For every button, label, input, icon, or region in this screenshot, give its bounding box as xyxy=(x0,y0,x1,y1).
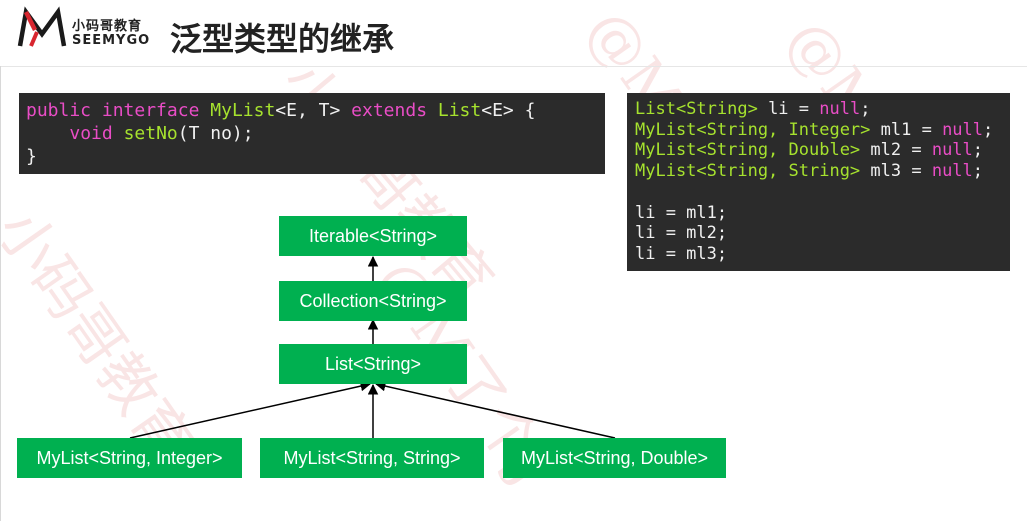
code-line: li = ml3; xyxy=(635,243,728,264)
code-text: ; xyxy=(972,161,984,182)
code-line: li = ml2; xyxy=(635,223,728,244)
slide-edge xyxy=(0,66,1,521)
code-type: MyList<String, Double> xyxy=(635,140,861,161)
code-line: li = ml1; xyxy=(635,202,728,223)
code-line: MyList<String, String> ml3 = null; xyxy=(635,161,1003,182)
code-keyword: void xyxy=(69,123,113,144)
iterable-node: Iterable<String> xyxy=(279,216,467,256)
code-text: ; xyxy=(860,99,871,119)
code-line: MyList<String, Double> ml2 = null; xyxy=(635,140,1003,161)
code-type: List xyxy=(437,100,482,121)
arrow-mylist-double-to-list xyxy=(374,380,616,439)
code-line: List<String> li = null; xyxy=(635,99,1003,120)
code-keyword: public xyxy=(26,100,92,121)
code-keyword: null xyxy=(942,119,984,140)
code-text: li = xyxy=(757,99,820,119)
code-text: <E> { xyxy=(481,100,536,121)
arrow-mylist-integer-to-list xyxy=(129,380,372,439)
code-keyword: null xyxy=(819,99,861,119)
code-keyword: extends xyxy=(351,100,428,121)
code-type: List<String> xyxy=(635,99,758,119)
code-text: (T no); xyxy=(177,123,254,144)
mylist-integer-node: MyList<String, Integer> xyxy=(17,438,242,478)
code-text: ; xyxy=(972,140,984,161)
slide-header: 小码哥教育 SEEMYGO 泛型类型的继承 xyxy=(0,0,1027,67)
page-title: 泛型类型的继承 xyxy=(170,20,395,58)
seemygo-logo-icon xyxy=(17,6,67,47)
code-type: MyList<String, String> xyxy=(635,161,861,182)
code-line: } xyxy=(26,146,37,167)
logo-text-cn: 小码哥教育 xyxy=(72,19,143,34)
mylist-string-node: MyList<String, String> xyxy=(260,438,484,478)
code-function: setNo xyxy=(123,123,178,144)
assignment-code-block: List<String> li = null;MyList<String, In… xyxy=(627,93,1010,271)
code-text: ml3 = xyxy=(860,161,932,182)
code-keyword: null xyxy=(931,161,973,182)
collection-node: Collection<String> xyxy=(279,281,467,321)
code-text: ml1 = xyxy=(870,119,943,140)
mylist-double-node: MyList<String, Double> xyxy=(503,438,726,478)
code-keyword: interface xyxy=(101,100,200,121)
code-type: MyList<String, Integer> xyxy=(635,119,871,140)
code-text: <E, T> xyxy=(275,100,341,121)
code-line: public interface MyList<E, T> extends Li… xyxy=(26,99,597,122)
code-keyword: null xyxy=(931,140,973,161)
code-text: ; xyxy=(983,119,994,140)
code-type: MyList xyxy=(210,100,276,121)
code-text: ml2 = xyxy=(860,140,932,161)
logo-text-en: SEEMYGO xyxy=(72,33,151,48)
code-line: MyList<String, Integer> ml1 = null; xyxy=(635,120,1003,141)
interface-code-block: public interface MyList<E, T> extends Li… xyxy=(19,93,605,174)
code-line: void setNo(T no); xyxy=(26,122,597,145)
list-node: List<String> xyxy=(279,344,467,384)
